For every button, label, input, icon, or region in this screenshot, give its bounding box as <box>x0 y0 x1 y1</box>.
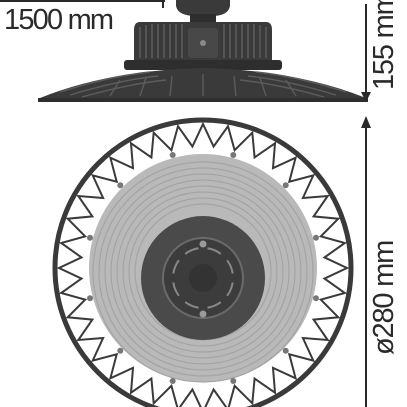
base-rim <box>38 98 368 102</box>
lens-ring <box>98 167 308 377</box>
top-view <box>52 117 354 407</box>
rim-screw <box>87 234 93 241</box>
lens-ring <box>110 179 296 365</box>
lens-ring <box>92 161 314 383</box>
hanger-hook <box>176 0 230 16</box>
rim-screw <box>117 182 124 189</box>
driver-fins <box>139 24 267 58</box>
hub-screw-bottom <box>199 310 207 318</box>
hanger-neck <box>190 14 216 22</box>
hub-slot <box>172 282 180 297</box>
rim-screw <box>282 347 289 354</box>
hub-slot <box>172 259 180 274</box>
heatsink-fins <box>59 71 347 98</box>
rim-screw <box>169 378 176 384</box>
hub-slot <box>226 259 234 274</box>
lens-ring <box>104 173 302 371</box>
rim-screw <box>282 182 289 189</box>
lens-ring <box>116 185 290 359</box>
rim-screw <box>313 234 319 241</box>
driver-screw <box>200 40 206 46</box>
rim-screw <box>117 347 124 354</box>
hub-screw-top <box>199 240 207 248</box>
cable-length-label: 1500 mm <box>4 4 114 36</box>
collar <box>124 60 282 70</box>
hub-slot <box>184 301 199 309</box>
hub-slot <box>184 247 199 255</box>
outer-rim <box>52 117 354 407</box>
diameter-dimension-arrow <box>361 116 371 407</box>
diameter-label: ø280 mm <box>368 240 400 355</box>
hub-slot <box>207 247 222 255</box>
hub-slot <box>226 282 234 297</box>
rim-screw <box>313 295 319 302</box>
lens-ring <box>128 197 278 347</box>
hub-center <box>189 264 217 292</box>
lens-ring <box>122 191 284 353</box>
rim-screw <box>230 152 237 158</box>
rim-screw <box>169 152 176 158</box>
rim-screw <box>230 378 237 384</box>
height-dimension-arrow <box>361 4 371 102</box>
height-label: 155 mm <box>368 0 400 90</box>
rim-screw <box>87 295 93 302</box>
lens-rings <box>92 161 314 383</box>
hub-slot <box>207 301 222 309</box>
rim-screws <box>87 152 319 384</box>
hub-slots <box>172 247 234 309</box>
side-view <box>0 0 368 102</box>
